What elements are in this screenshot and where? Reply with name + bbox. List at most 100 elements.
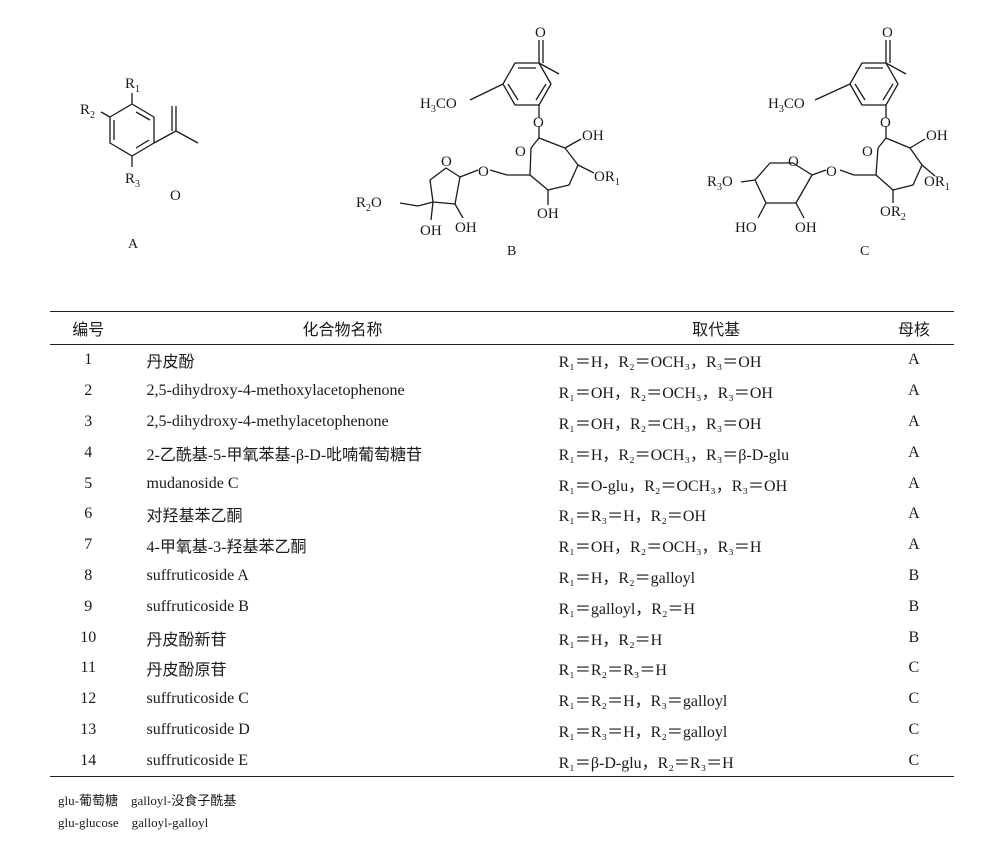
cell-compound-name: 丹皮酚原苷 xyxy=(146,662,227,680)
chemical-structures: R1 R2 R3 O A O H3CO O OH O O OR1 xyxy=(80,25,950,259)
structure-b-label-oh-c: OH xyxy=(420,223,442,239)
cell-substituent: R₁＝H，R₂＝galloyl xyxy=(558,569,696,587)
cell-parent-core: A xyxy=(908,536,920,554)
header-parent-core: 母核 xyxy=(897,322,930,339)
cell-compound-name: suffruticoside E xyxy=(146,751,248,769)
cell-substituent: R₁＝R₃＝H，R₂＝OH xyxy=(558,508,707,526)
cell-number: 2 xyxy=(84,382,93,400)
structure-b-label-r2o: R2O xyxy=(356,195,382,214)
header-number: 编号 xyxy=(72,322,105,339)
structure-b-label-h3co: H3CO xyxy=(420,96,457,115)
structure-c-label-oh-a: OH xyxy=(926,128,948,144)
structure-a-label-r1: R1 xyxy=(125,76,140,95)
structure-a-label-o: O xyxy=(170,188,181,204)
cell-compound-name: suffruticoside C xyxy=(146,690,249,708)
cell-number: 11 xyxy=(80,659,96,677)
cell-substituent: R₁＝OH，R₂＝OCH₃，R₃＝H xyxy=(558,539,762,557)
cell-parent-core: A xyxy=(908,382,920,400)
structure-c-label-o-glycoside: O xyxy=(880,115,891,131)
cell-compound-name: 2,5-dihydroxy-4-methylacetophenone xyxy=(146,412,389,430)
structure-c-label-o-link: O xyxy=(826,164,837,180)
cell-compound-name: 4-甲氧基-3-羟基苯乙酮 xyxy=(146,539,307,557)
cell-number: 14 xyxy=(80,751,97,769)
cell-number: 1 xyxy=(84,351,93,369)
structure-a: R1 R2 R3 O A xyxy=(80,76,199,252)
structure-c-glucose-ring xyxy=(875,137,923,191)
cell-substituent: R₁＝R₂＝R₃＝H xyxy=(558,662,667,680)
structure-c-label-o-pyranose: O xyxy=(788,154,799,170)
header-compound-name: 化合物名称 xyxy=(302,322,383,339)
footnote-chinese: glu-葡萄糖 galloyl-没食子酰基 xyxy=(58,793,237,808)
structure-c-label-r3o: R3O xyxy=(707,174,733,193)
structure-b-benzene-ring xyxy=(502,62,552,106)
cell-substituent: R₁＝OH，R₂＝OCH₃，R₃＝OH xyxy=(558,385,773,403)
cell-number: 3 xyxy=(84,412,93,430)
cell-compound-name: 丹皮酚新苷 xyxy=(146,631,227,649)
structure-b-furanose-ring xyxy=(429,167,461,205)
cell-parent-core: A xyxy=(908,443,920,461)
structure-a-bond-r2 xyxy=(100,111,111,118)
header-substituent: 取代基 xyxy=(692,322,741,339)
structure-c-label-o-keto: O xyxy=(882,25,893,41)
cell-number: 13 xyxy=(80,720,97,738)
structure-b-label-o-glycoside: O xyxy=(533,115,544,131)
structure-b-label-oh-b: OH xyxy=(537,206,559,222)
structure-b-caption: B xyxy=(507,244,516,259)
cell-number: 8 xyxy=(84,566,93,584)
table-row: 14 suffruticoside E R₁＝β-D-glu，R₂＝R₃＝H C xyxy=(50,745,954,777)
cell-compound-name: 对羟基苯乙酮 xyxy=(146,508,243,526)
structure-a-benzene-ring xyxy=(109,103,155,157)
cell-number: 10 xyxy=(80,628,97,646)
structure-b-label-oh-d: OH xyxy=(455,220,477,236)
cell-substituent: R₁＝H，R₂＝OCH₃，R₃＝β-D-glu xyxy=(558,446,790,464)
cell-compound-name: 2,5-dihydroxy-4-methoxylacetophenone xyxy=(146,382,405,400)
footnote-english: glu-glucose galloyl-galloyl xyxy=(58,815,209,830)
table-row: 2 2,5-dihydroxy-4-methoxylacetophenone R₁＝… xyxy=(50,376,954,407)
structure-c-xylose-ring xyxy=(754,162,813,204)
structure-c-label-o-ring: O xyxy=(862,144,873,160)
structure-a-caption: A xyxy=(128,237,139,252)
cell-parent-core: A xyxy=(908,351,920,369)
structure-a-label-r2: R2 xyxy=(80,102,95,121)
structure-b-label-o-ring: O xyxy=(515,144,526,160)
cell-parent-core: C xyxy=(908,659,920,677)
cell-parent-core: B xyxy=(908,597,920,615)
cell-compound-name: 2-乙酰基-5-甲氧苯基-β-D-吡喃葡萄糖苷 xyxy=(146,446,423,464)
structure-c-label-oh-b: OH xyxy=(795,220,817,236)
cell-substituent: R₁＝β-D-glu，R₂＝R₃＝H xyxy=(558,754,734,772)
cell-substituent: R₁＝H，R₂＝OCH₃，R₃＝OH xyxy=(558,354,762,372)
structure-b: O H3CO O OH O O OR1 OH O R2O OH OH B xyxy=(356,25,620,259)
cell-parent-core: A xyxy=(908,505,920,523)
structure-c-label-h3co: H3CO xyxy=(768,96,805,115)
cell-parent-core: A xyxy=(908,412,920,430)
table-row: 4 2-乙酰基-5-甲氧苯基-β-D-吡喃葡萄糖苷 R₁＝H，R₂＝OCH₃，R₃＝… xyxy=(50,437,954,468)
cell-compound-name: suffruticoside A xyxy=(146,566,249,584)
structure-c-caption: C xyxy=(860,244,869,259)
structure-c-label-or1: OR1 xyxy=(924,174,950,193)
structure-b-label-o-keto: O xyxy=(535,25,546,41)
cell-compound-name: suffruticoside D xyxy=(146,720,250,738)
table-footnotes: glu-葡萄糖 galloyl-没食子酰基 glu-glucose galloy… xyxy=(58,790,236,834)
cell-substituent: R₁＝R₃＝H，R₂＝galloyl xyxy=(558,723,728,741)
cell-parent-core: C xyxy=(908,751,920,769)
cell-parent-core: A xyxy=(908,474,920,492)
cell-compound-name: suffruticoside B xyxy=(146,597,249,615)
structure-a-label-r3: R3 xyxy=(125,171,140,190)
structure-c-label-or2: OR2 xyxy=(880,204,906,223)
structure-a-bond-acetyl xyxy=(153,130,177,144)
cell-number: 4 xyxy=(84,443,93,461)
cell-number: 9 xyxy=(84,597,93,615)
